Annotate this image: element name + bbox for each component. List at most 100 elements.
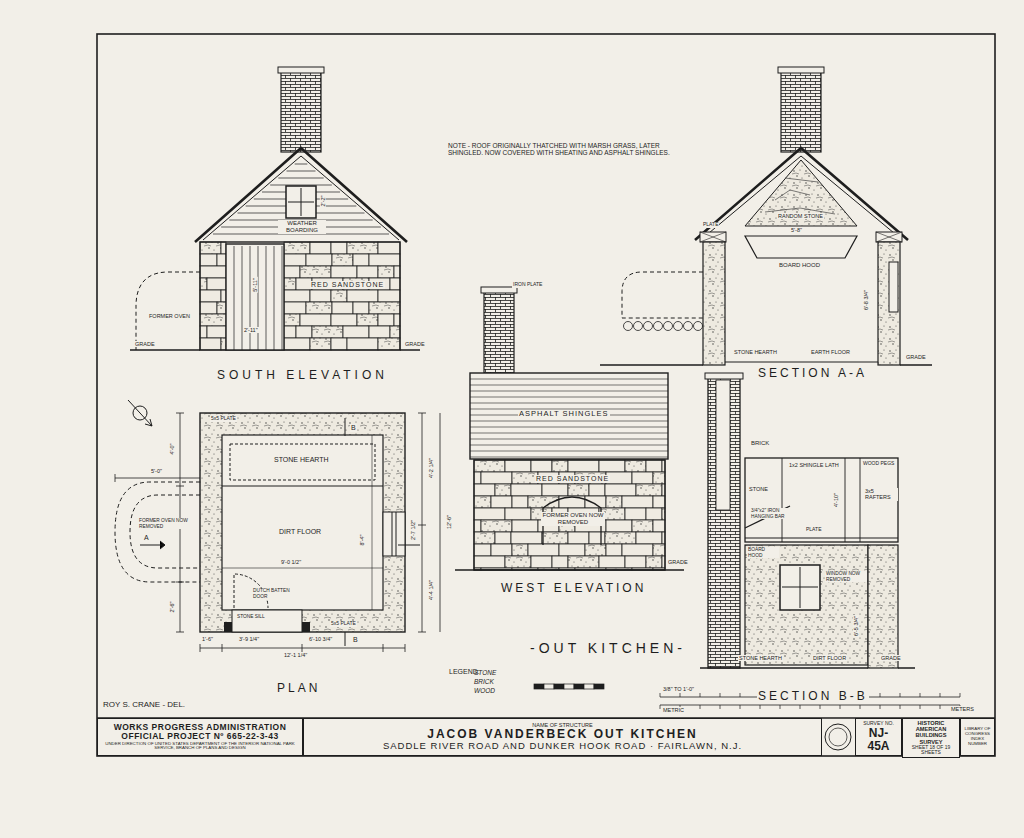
drawing-label: WINDOW NOW REMOVED <box>825 571 867 582</box>
stone-block <box>585 544 606 556</box>
stone-block <box>200 326 207 338</box>
stone-block <box>568 460 599 472</box>
shingle-course <box>470 391 668 392</box>
shingle-course <box>470 427 668 428</box>
stone-block <box>589 532 605 544</box>
stone-block <box>481 520 512 532</box>
roof-edge <box>203 156 399 240</box>
grade-line <box>130 349 420 350</box>
stone-block <box>378 314 394 326</box>
stone-block <box>331 314 357 326</box>
window-muntin <box>288 188 314 216</box>
stone-block <box>605 532 636 544</box>
stone-block <box>200 302 217 314</box>
drawing-label: 9'-0 1/2" <box>280 559 302 565</box>
scale-tick <box>900 693 901 697</box>
scale-tick <box>660 705 661 709</box>
scale-tick <box>940 693 941 697</box>
drawing-label: METRIC <box>662 707 685 713</box>
stone-block <box>394 266 400 278</box>
stone-block <box>284 338 310 350</box>
drawing-label: SECTION A-A <box>757 367 868 381</box>
roof-edge <box>703 156 900 238</box>
drawing-label: 2'-7 1/2" <box>410 519 416 541</box>
scale-tick <box>860 705 861 709</box>
title-block-text: JACOB VANDERBECK OUT KITCHEN <box>427 728 697 741</box>
stone-block <box>221 290 226 302</box>
board-hood <box>745 236 857 258</box>
oven-stone <box>694 322 703 331</box>
title-block-text: WORKS PROGRESS ADMINISTRATION <box>114 723 287 732</box>
stone-block <box>646 508 662 520</box>
drawing-label: DIRT FLOOR <box>812 655 847 661</box>
drawing-label: B <box>350 424 357 432</box>
scale-tick <box>920 705 921 709</box>
north-arrow <box>128 400 152 426</box>
drawing-label: GRADE <box>667 559 689 565</box>
stone-block <box>221 338 226 350</box>
stone-block <box>353 254 369 266</box>
drawing-label: STONE HEARTH <box>738 655 783 661</box>
stone-block <box>531 556 552 568</box>
title-block-text: SHEET 18 OF 19 SHEETS <box>905 745 957 756</box>
stone-block <box>369 326 390 338</box>
gable <box>205 156 397 240</box>
title-block-text: LIBRARY OF CONGRESS INDEX NUMBER <box>963 727 992 746</box>
wall-section <box>745 545 868 665</box>
title-block-text: SADDLE RIVER ROAD AND DUNKER HOOK ROAD ·… <box>383 741 742 751</box>
flue <box>716 380 730 510</box>
door-board <box>274 246 275 350</box>
drawing-label: FORMER OVEN NOW REMOVED <box>541 512 605 526</box>
stone-block <box>625 460 646 472</box>
stone-block <box>599 556 625 568</box>
drawing-label: STONE HEARTH <box>273 456 330 464</box>
stone-block <box>625 556 646 568</box>
stone-block <box>495 532 511 544</box>
stone-block <box>200 254 217 266</box>
stone-block <box>474 532 495 544</box>
roof-edge <box>195 148 407 242</box>
drawing-label: A <box>143 534 150 542</box>
window-plan <box>383 512 405 556</box>
window <box>780 565 820 610</box>
stone-block <box>310 242 331 254</box>
wall-outline <box>474 460 665 570</box>
plate-cross <box>700 232 726 242</box>
oven-stone <box>664 322 673 331</box>
stone-block <box>505 508 531 520</box>
stone-block <box>378 266 394 278</box>
door-board <box>242 246 243 350</box>
scale-tick <box>700 693 701 697</box>
stone-block <box>531 460 552 472</box>
stone-block <box>568 532 589 544</box>
wall-end <box>868 545 898 668</box>
plan <box>115 400 440 652</box>
drawing-label: BRICK <box>750 440 770 447</box>
stone-block <box>653 544 665 556</box>
stone-block <box>312 326 343 338</box>
stone-block <box>474 508 505 520</box>
drawing-label: BOARD HOOD <box>747 547 779 558</box>
stone-block <box>284 326 296 338</box>
hearth-edge <box>230 444 375 480</box>
drawing-label: PLAN <box>276 682 321 696</box>
door-board <box>258 246 259 350</box>
drawing-label: 3/8" TO 1'-0" <box>662 686 695 692</box>
legend-entry: WOOD <box>474 687 495 695</box>
stone-block <box>347 242 378 254</box>
door-boards <box>234 246 282 350</box>
scale-segment <box>564 684 574 689</box>
scale-segment <box>554 684 564 689</box>
stone-block <box>622 496 653 508</box>
scale-segment <box>544 684 554 689</box>
drawing-label: 6'-8 3/4" <box>863 289 869 311</box>
stone-block <box>217 302 226 314</box>
stone-block <box>390 326 400 338</box>
drawing-label: 4'-10" <box>833 492 839 508</box>
stone-block <box>568 484 589 496</box>
drawing-label: ASPHALT SHINGLES <box>518 410 610 419</box>
window-section <box>889 262 898 312</box>
scale-tick <box>740 705 741 709</box>
